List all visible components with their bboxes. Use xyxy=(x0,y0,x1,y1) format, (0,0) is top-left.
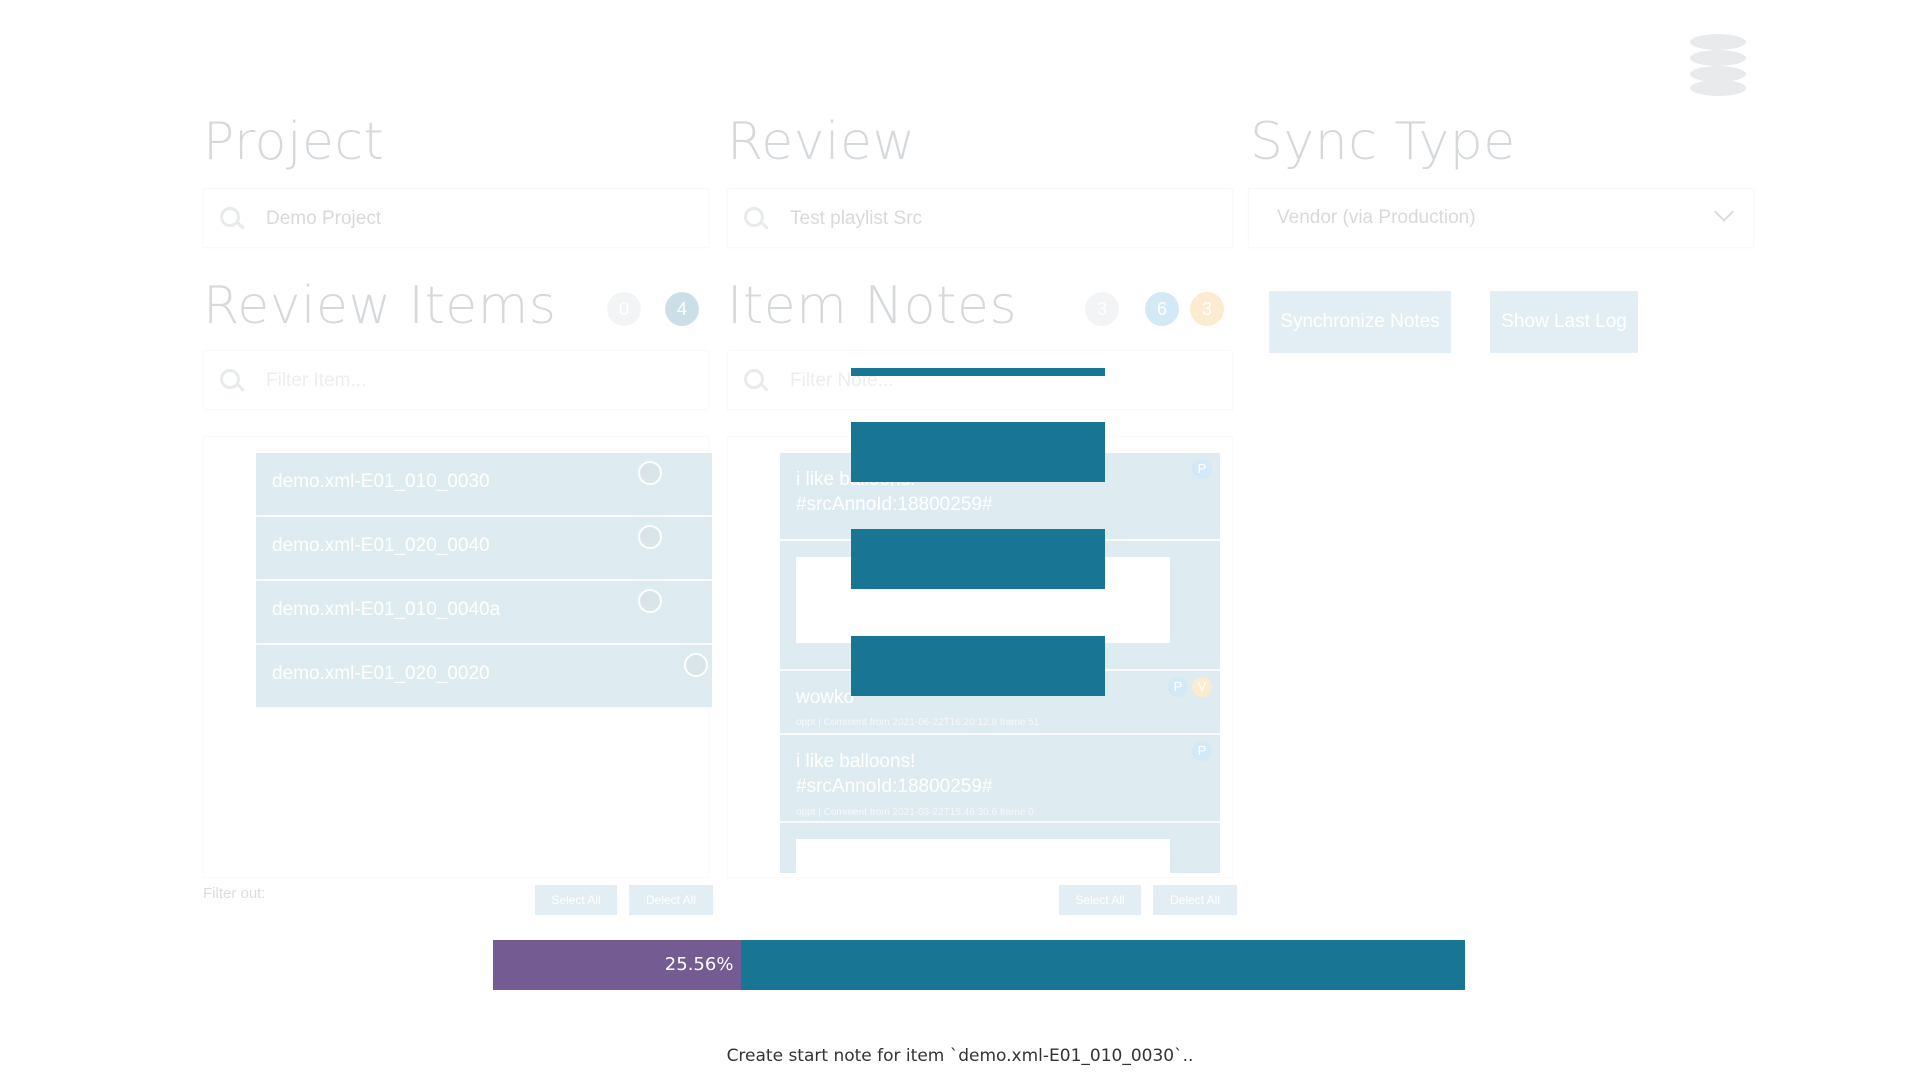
search-icon xyxy=(744,369,764,389)
search-icon xyxy=(220,369,240,389)
status-icon xyxy=(638,525,662,549)
show-last-log-button[interactable]: Show Last Log xyxy=(1490,291,1638,353)
v-badge: V xyxy=(1192,677,1212,697)
spinner-bar xyxy=(851,529,1105,589)
review-search[interactable] xyxy=(727,188,1233,248)
item-label: demo.xml-E01_020_0040 xyxy=(272,535,490,556)
filter-item-input[interactable] xyxy=(264,365,692,397)
list-item[interactable]: demo.xml-E01_010_0030 xyxy=(256,453,712,517)
p-badge: P xyxy=(1192,741,1212,761)
p-badge: P xyxy=(1168,677,1188,697)
note-meta: oppt | Comment from 2021-06-22T16:20:12.… xyxy=(796,717,1040,728)
review-items-selected-badge: 4 xyxy=(665,292,699,326)
review-heading: Review xyxy=(727,112,916,172)
search-icon xyxy=(220,207,240,227)
spinner-bar xyxy=(851,422,1105,482)
search-icon xyxy=(744,207,764,227)
progress-fill xyxy=(493,940,742,990)
list-item[interactable]: demo.xml-E01_010_0040a xyxy=(256,581,712,645)
progress-bar: 25.56% xyxy=(493,940,1465,990)
list-item[interactable]: demo.xml-E01_020_0040 xyxy=(256,517,712,581)
note-text: wowko xyxy=(796,687,855,708)
list-item[interactable]: demo.xml-E01_020_0020 xyxy=(256,645,712,709)
filter-out-label: Filter out: xyxy=(203,885,266,902)
project-search[interactable] xyxy=(203,188,709,248)
filter-item-search[interactable] xyxy=(203,350,709,410)
status-icon xyxy=(684,653,708,677)
review-items-count-badge: 0 xyxy=(607,292,641,326)
notes-deselect-all-button[interactable]: Delect All xyxy=(1153,885,1237,915)
note-thumbnail xyxy=(796,839,1170,873)
project-search-input[interactable] xyxy=(264,203,692,235)
chevron-down-icon xyxy=(1714,202,1734,222)
filter-note-search[interactable] xyxy=(727,350,1233,410)
synchronize-notes-button[interactable]: Synchronize Notes xyxy=(1269,291,1451,353)
status-icon xyxy=(638,461,662,485)
database-icon[interactable] xyxy=(1690,34,1746,96)
items-deselect-all-button[interactable]: Delect All xyxy=(629,885,713,915)
items-select-all-button[interactable]: Select All xyxy=(535,885,617,915)
progress-percent: 25.56% xyxy=(664,954,734,975)
p-badge: P xyxy=(1192,459,1212,479)
notes-select-all-button[interactable]: Select All xyxy=(1059,885,1141,915)
item-label: demo.xml-E01_010_0040a xyxy=(272,599,501,620)
sync-type-value: Vendor (via Production) xyxy=(1277,207,1476,228)
status-icon xyxy=(638,589,662,613)
item-notes-count-badge: 3 xyxy=(1085,292,1119,326)
note-item[interactable]: i like balloons!#srcAnnoId:18800259# opp… xyxy=(780,735,1220,823)
status-message: Create start note for item `demo.xml-E01… xyxy=(726,1046,1194,1066)
item-notes-v-badge: 3 xyxy=(1190,292,1224,326)
spinner-bar xyxy=(851,368,1105,376)
review-search-input[interactable] xyxy=(788,203,1216,235)
item-label: demo.xml-E01_020_0020 xyxy=(272,663,490,684)
spinner-bar xyxy=(851,636,1105,696)
project-heading: Project xyxy=(203,112,385,172)
sync-type-select[interactable]: Vendor (via Production) xyxy=(1248,188,1754,248)
review-items-heading: Review Items xyxy=(203,276,557,336)
item-notes-heading: Item Notes xyxy=(727,276,1018,336)
item-label: demo.xml-E01_010_0030 xyxy=(272,471,490,492)
note-text: i like balloons!#srcAnnoId:18800259# xyxy=(796,751,993,797)
review-items-list[interactable]: demo.xml-E01_010_0030 demo.xml-E01_020_0… xyxy=(203,436,712,878)
note-meta: oppt | Comment from 2021-03-22T15:46:30.… xyxy=(796,807,1034,818)
note-thumbnail-item[interactable] xyxy=(780,823,1220,873)
item-notes-p-badge: 6 xyxy=(1145,292,1179,326)
sync-type-heading: Sync Type xyxy=(1250,112,1516,172)
